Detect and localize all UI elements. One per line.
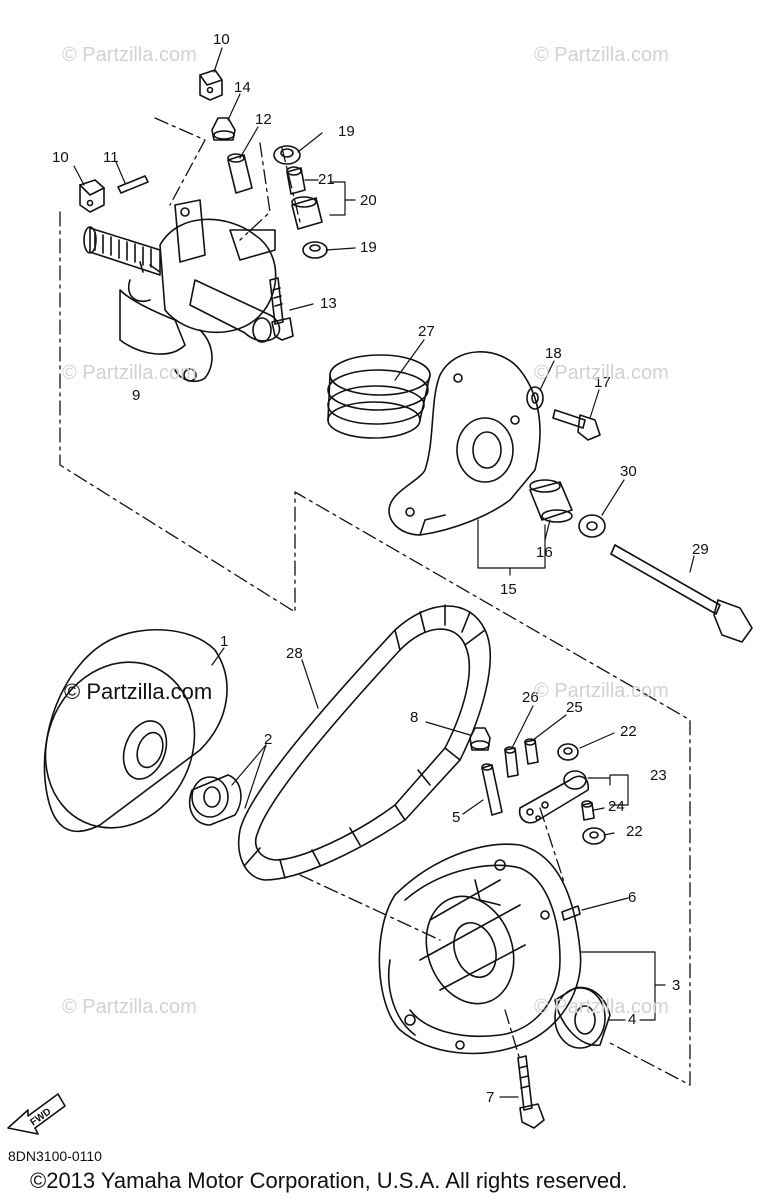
part-2-collar (188, 774, 242, 826)
callout-16: 16 (536, 544, 553, 561)
callout-20: 20 (360, 192, 377, 209)
part-27-spring (327, 354, 431, 439)
part-8-cap (469, 727, 491, 751)
callout-23: 23 (650, 767, 667, 784)
part-23-arm (518, 770, 590, 824)
fwd-arrow-icon: FWD (7, 1093, 66, 1135)
callout-5: 5 (452, 809, 460, 826)
part-19-washer-top (273, 145, 301, 165)
watermark-prominent: © Partzilla.com (64, 679, 213, 704)
part-6-set-screw (561, 905, 581, 921)
part-3-movable-sheave (378, 843, 582, 1055)
part-21-bushing (286, 166, 306, 195)
callout-7: 7 (486, 1089, 494, 1106)
callout-13: 13 (320, 295, 337, 312)
part-15-cover-plate (388, 351, 541, 536)
callout-6: 6 (628, 889, 636, 906)
watermark: © Partzilla.com (534, 680, 669, 702)
part-14-cap (211, 117, 236, 141)
part-11-pin (117, 175, 149, 194)
callout-29: 29 (692, 541, 709, 558)
callout-21: 21 (318, 171, 335, 188)
part-25-pin (524, 738, 539, 765)
part-24-bushing (581, 800, 595, 821)
part-22-washer-bottom (582, 827, 606, 845)
watermark: © Partzilla.com (534, 996, 669, 1018)
copyright-notice: ©2013 Yamaha Motor Corporation, U.S.A. A… (30, 1168, 628, 1193)
watermark: © Partzilla.com (62, 44, 197, 66)
part-13-bolt (269, 277, 294, 341)
part-18-washer (526, 386, 544, 410)
callout-22b: 22 (626, 823, 643, 840)
part-22-washer-top (557, 743, 579, 761)
callout-1: 1 (220, 633, 228, 650)
part-number: 8DN3100-0110 (8, 1148, 102, 1164)
part-19-washer-bottom (302, 241, 328, 259)
callout-22: 22 (620, 723, 637, 740)
fwd-label: FWD (28, 1106, 53, 1128)
callout-25: 25 (566, 699, 583, 716)
callout-26: 26 (522, 689, 539, 706)
callout-15: 15 (500, 581, 517, 598)
callout-8: 8 (410, 709, 418, 726)
callout-10b: 10 (52, 149, 69, 166)
part-7-bolt (517, 1055, 545, 1129)
callout-12: 12 (255, 111, 272, 128)
part-16-bushing (529, 479, 573, 523)
part-26-pin (504, 746, 519, 778)
callout-27: 27 (418, 323, 435, 340)
part-29-long-bolt (610, 544, 753, 643)
part-10-roller-top (199, 69, 223, 101)
part-30-washer (578, 514, 606, 538)
callout-9: 9 (132, 387, 140, 404)
callout-14: 14 (234, 79, 251, 96)
callout-11: 11 (103, 149, 119, 166)
part-20-bushing (291, 196, 323, 230)
watermark: © Partzilla.com (534, 362, 669, 384)
part-28-belt (238, 604, 492, 881)
part-1-sheave-disc (43, 628, 228, 833)
callout-4: 4 (628, 1011, 636, 1028)
callout-10: 10 (213, 31, 230, 48)
callout-19b: 19 (360, 239, 377, 256)
callout-28: 28 (286, 645, 303, 662)
part-10-roller-left (79, 179, 105, 213)
part-4-bushing (554, 986, 611, 1049)
part-5-pin (481, 763, 503, 816)
assembly-frame-lines (59, 117, 691, 1086)
leader-lines (73, 47, 695, 1098)
callout-numbers: 10 14 12 19 21 20 19 10 11 13 9 27 18 17… (52, 31, 709, 1106)
callout-17: 17 (594, 374, 611, 391)
callout-18: 18 (545, 345, 562, 362)
part-17-bolt (552, 409, 601, 441)
callout-3: 3 (672, 977, 680, 994)
watermark: © Partzilla.com (62, 996, 197, 1018)
callout-30: 30 (620, 463, 637, 480)
callout-2: 2 (264, 731, 272, 748)
watermark: © Partzilla.com (62, 362, 197, 384)
watermark: © Partzilla.com (534, 44, 669, 66)
part-9-fixed-sheave-spider (83, 199, 281, 382)
callout-24: 24 (608, 798, 625, 815)
part-12-pin (227, 153, 253, 194)
callout-19: 19 (338, 123, 355, 140)
